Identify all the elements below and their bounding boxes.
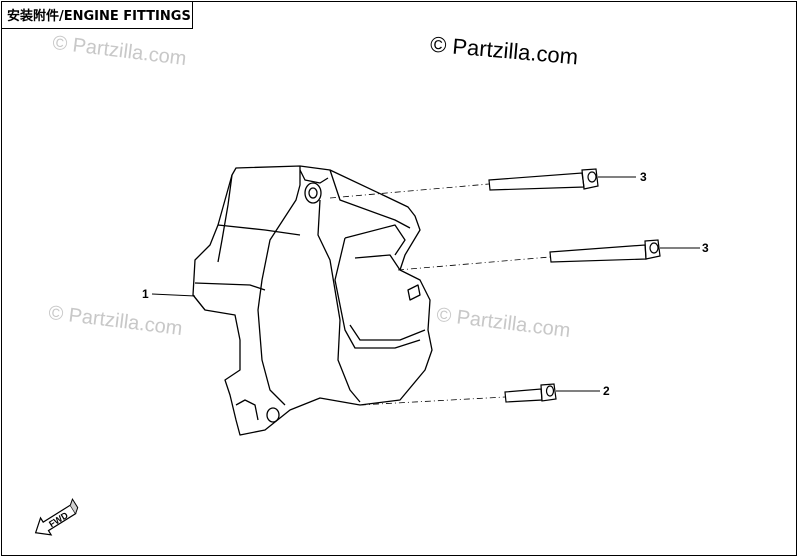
- bolt-part-3-upper[interactable]: [488, 168, 599, 191]
- callout-3-lower: 3: [702, 241, 709, 255]
- callout-1: 1: [142, 287, 149, 301]
- engine-cover-part[interactable]: [192, 165, 433, 436]
- forward-direction-icon: FWD: [34, 497, 79, 536]
- bolt-part-3-lower[interactable]: [549, 239, 661, 263]
- callout-3-upper: 3: [640, 170, 647, 184]
- leader-lines: [151, 176, 700, 392]
- callout-2: 2: [603, 384, 610, 398]
- bolt-part-2[interactable]: [504, 383, 557, 403]
- diagram-title: 安装附件/ENGINE FITTINGS: [1, 1, 193, 29]
- assembly-lines: [329, 183, 551, 406]
